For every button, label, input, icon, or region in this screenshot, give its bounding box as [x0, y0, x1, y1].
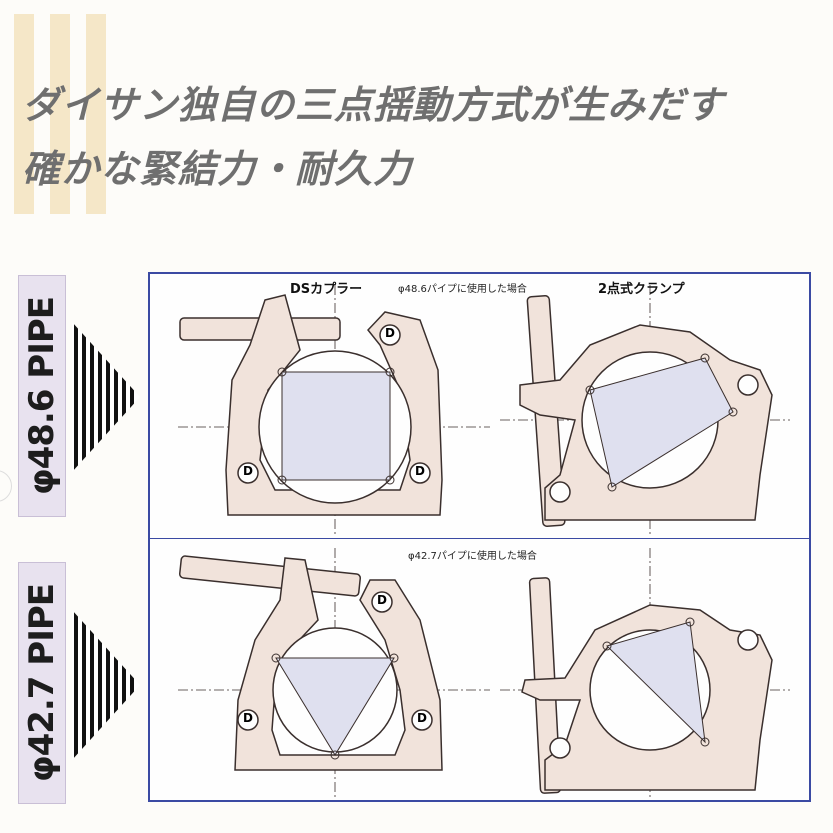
ds-coupler-48 [179, 294, 443, 516]
bolt-marker: D [415, 464, 425, 478]
bolt-marker: D [417, 711, 427, 725]
pipe-band-48: φ48.6 PIPE [18, 275, 66, 517]
headline-line-1: ダイサン独自の三点揺動方式が生みだす [22, 82, 725, 127]
pipe-band-42: φ42.7 PIPE [18, 562, 66, 804]
heading-stripes [14, 14, 106, 214]
panel-title-2point-clamp: 2点式クランプ [598, 282, 685, 297]
headline-line-2: 確かな緊結力・耐久力 [22, 146, 413, 191]
two-point-clamp-48 [519, 295, 773, 527]
panel-note-42: φ42.7パイプに使用した場合 [408, 551, 537, 562]
arrow-icon-48 [72, 322, 140, 472]
two-point-clamp-42 [521, 577, 773, 794]
panel-title-ds-coupler: DSカプラー [290, 282, 363, 297]
bolt-marker: D [377, 593, 387, 607]
bolt-marker: D [385, 326, 395, 340]
ds-coupler-42 [178, 555, 443, 771]
frame-divider [148, 538, 811, 539]
bolt-marker: D [243, 711, 253, 725]
arrow-icon-42 [72, 610, 140, 760]
panel-note-48: φ48.6パイプに使用した場合 [398, 284, 527, 295]
bolt-marker: D [243, 464, 253, 478]
